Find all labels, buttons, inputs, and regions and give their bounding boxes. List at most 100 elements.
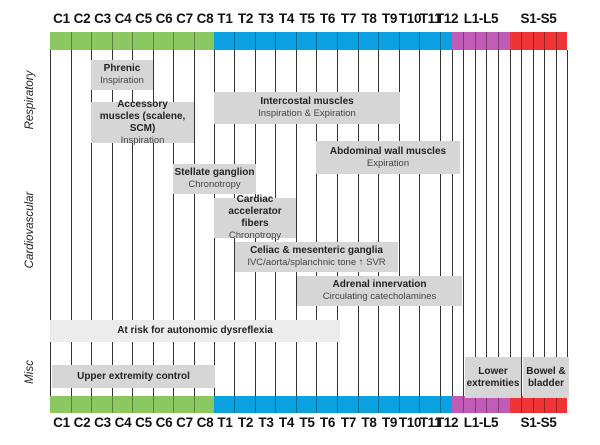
segment-divider xyxy=(336,396,338,413)
top-lumbar-bar xyxy=(452,32,510,50)
segment-divider xyxy=(439,32,441,50)
segment-divider xyxy=(295,32,297,50)
accessory-muscles-box: Accessory muscles (scalene, SCM) Inspira… xyxy=(91,98,194,146)
level-divider-line xyxy=(520,50,522,396)
box-subtitle: Inspiration xyxy=(100,75,144,87)
segment-divider xyxy=(152,32,154,50)
segment-divider xyxy=(377,32,379,50)
section-label-misc: Misc xyxy=(24,360,36,384)
top-level-label: T7 xyxy=(340,11,357,26)
top-level-label: C1 xyxy=(53,11,70,26)
level-divider-line xyxy=(485,50,487,396)
segment-divider xyxy=(474,396,476,413)
bottom-level-label: T1 xyxy=(217,415,233,430)
box-title: Abdominal wall muscles xyxy=(329,145,447,157)
segment-divider xyxy=(462,32,464,50)
box-title: Adrenal innervation xyxy=(332,279,427,291)
box-subtitle: Inspiration & Expiration xyxy=(258,108,356,120)
level-divider-line xyxy=(295,50,297,396)
segment-divider xyxy=(111,396,113,413)
segment-divider xyxy=(377,396,379,413)
box-title: Intercostal muscles xyxy=(260,96,354,108)
abdominal-wall-box: Abdominal wall muscles Expiration xyxy=(316,141,460,174)
top-level-label: T11 xyxy=(419,11,442,26)
section-label-cardiovascular: Cardiovascular xyxy=(24,191,36,269)
segment-divider xyxy=(274,396,276,413)
celiac-ganglia-box: Celiac & mesenteric ganglia IVC/aorta/sp… xyxy=(235,242,398,272)
level-divider-line xyxy=(474,50,476,396)
segment-divider xyxy=(90,396,92,413)
segment-divider xyxy=(254,32,256,50)
segment-divider xyxy=(555,32,557,50)
top-cervical-bar xyxy=(50,32,214,50)
segment-divider xyxy=(532,396,534,413)
bottom-level-label: C1 xyxy=(53,415,70,430)
segment-divider xyxy=(254,396,256,413)
box-subtitle: Chronotropy xyxy=(228,230,282,242)
top-level-label: C6 xyxy=(155,11,173,26)
level-divider-line xyxy=(90,50,92,396)
bottom-level-label: T12 xyxy=(435,415,459,430)
bottom-level-label: T5 xyxy=(299,415,315,430)
level-divider-line xyxy=(49,50,51,396)
bottom-level-label: S1-S5 xyxy=(520,415,557,430)
box-title: Accessory muscles (scalene, SCM) xyxy=(99,98,186,134)
segment-divider xyxy=(543,396,545,413)
bottom-level-label: C8 xyxy=(196,415,214,430)
segment-divider xyxy=(398,396,400,413)
segment-divider xyxy=(70,32,72,50)
bottom-level-label: T9 xyxy=(381,415,398,430)
segment-divider xyxy=(274,32,276,50)
level-divider-line xyxy=(193,50,195,396)
level-divider-line xyxy=(509,50,511,396)
segment-divider xyxy=(357,396,359,413)
level-divider-line xyxy=(377,50,379,396)
segment-divider xyxy=(555,396,557,413)
segment-divider xyxy=(485,396,487,413)
level-divider-line xyxy=(418,50,420,396)
level-divider-line xyxy=(336,50,338,396)
box-title: Bowel & bladder xyxy=(526,365,566,389)
box-title: At risk for autonomic dysreflexia xyxy=(117,325,273,336)
bottom-sacral-bar xyxy=(510,396,567,413)
segment-divider xyxy=(152,396,154,413)
level-divider-line xyxy=(451,50,453,396)
level-divider-line xyxy=(315,50,317,396)
top-level-label: T12 xyxy=(435,11,459,26)
bottom-level-label: T6 xyxy=(319,415,336,430)
segment-divider xyxy=(295,396,297,413)
box-subtitle: IVC/aorta/splanchnic tone ↑ SVR xyxy=(247,257,386,269)
top-sacral-bar xyxy=(510,32,567,50)
segment-divider xyxy=(131,396,133,413)
cardiac-accelerator-box: Cardiac accelerator fibers Chronotropy xyxy=(214,194,296,242)
level-divider-line xyxy=(532,50,534,396)
segment-divider xyxy=(462,396,464,413)
bottom-thoracic-bar xyxy=(214,396,452,413)
segment-divider xyxy=(336,32,338,50)
level-divider-line xyxy=(152,50,154,396)
level-divider-line xyxy=(131,50,133,396)
bottom-cervical-bar xyxy=(50,396,214,413)
phrenic-box: Phrenic Inspiration xyxy=(91,60,153,90)
segment-divider xyxy=(193,396,195,413)
box-title: Cardiac accelerator fibers xyxy=(228,194,282,230)
box-subtitle: Expiration xyxy=(366,157,410,169)
top-level-label: T2 xyxy=(237,11,254,26)
bottom-level-label: C4 xyxy=(114,415,132,430)
top-level-label: T8 xyxy=(361,11,377,26)
bottom-level-label: C7 xyxy=(176,415,193,430)
box-subtitle: Circulating catecholamines xyxy=(322,291,437,303)
segment-divider xyxy=(172,32,174,50)
top-level-label: T10 xyxy=(398,11,422,26)
top-level-label: L1-L5 xyxy=(463,11,499,26)
level-divider-line xyxy=(555,50,557,396)
bottom-level-label: T4 xyxy=(278,415,295,430)
level-divider-line xyxy=(566,50,568,396)
box-title: Lower extremities xyxy=(466,365,520,389)
top-level-label: T6 xyxy=(319,11,336,26)
adrenal-innervation-box: Adrenal innervation Circulating catechol… xyxy=(297,276,462,306)
segment-divider xyxy=(398,32,400,50)
top-thoracic-bar xyxy=(214,32,452,50)
section-label-respiratory: Respiratory xyxy=(24,70,36,130)
segment-divider xyxy=(131,32,133,50)
